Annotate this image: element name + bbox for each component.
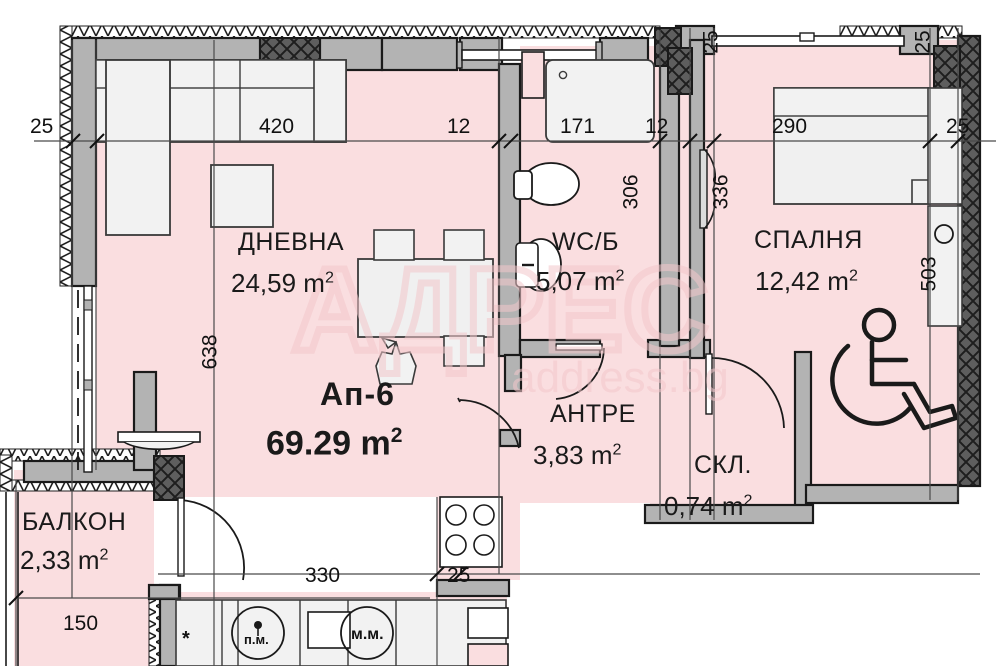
doors bbox=[177, 343, 785, 581]
bathroom-fixtures bbox=[513, 51, 655, 292]
dining-set bbox=[357, 229, 494, 385]
dimension-vert-306: 306 bbox=[619, 174, 643, 210]
dimension-bottom-330: 330 bbox=[305, 564, 341, 587]
dimension-top-12-b: 12 bbox=[645, 115, 669, 138]
apartment-area-label: 69.29 m2 bbox=[266, 424, 403, 463]
dimension-vert-503: 503 bbox=[917, 256, 941, 292]
dimension-vert-336: 336 bbox=[709, 174, 733, 210]
dimension-bottom-150: 150 bbox=[63, 612, 99, 635]
apartment-code-label: Ап-6 bbox=[320, 376, 395, 412]
bedroom-furniture bbox=[773, 87, 963, 327]
dimension-lines bbox=[8, 28, 996, 666]
balcony-fixture bbox=[117, 431, 201, 450]
room-area-antre: 3,83 m2 bbox=[533, 440, 622, 470]
room-area-spalnya: 12,42 m2 bbox=[755, 266, 858, 296]
room-area-dnevna: 24,59 m2 bbox=[231, 268, 334, 298]
dimension-top-25: 25 bbox=[946, 115, 970, 138]
dimension-vert-638: 638 bbox=[198, 334, 222, 370]
room-label-antre: АНТРЕ bbox=[550, 400, 636, 428]
room-area-wc: 5,07 m2 bbox=[536, 266, 625, 296]
room-area-balkon: 2,33 m2 bbox=[20, 545, 109, 575]
room-area-sklad: 0,74 m2 bbox=[664, 491, 753, 521]
dimension-vert-25-a: 25 bbox=[699, 30, 723, 54]
dishwasher-icon: п.м. bbox=[244, 632, 269, 647]
room-label-dnevna: ДНЕВНА bbox=[238, 228, 345, 256]
dimension-top-12-a: 12 bbox=[447, 115, 471, 138]
fridge-icon: * bbox=[182, 628, 190, 650]
sofa bbox=[95, 59, 347, 236]
kitchen-units bbox=[175, 496, 509, 666]
dimension-top-171: 171 bbox=[560, 115, 596, 138]
dimension-top-290: 290 bbox=[772, 115, 808, 138]
dimension-left-25: 25 bbox=[30, 115, 54, 138]
room-label-wc: WC/Б bbox=[552, 228, 620, 256]
room-label-balkon: БАЛКОН bbox=[22, 508, 127, 536]
furniture bbox=[95, 51, 963, 666]
dimension-vert-25-b: 25 bbox=[911, 30, 935, 54]
dimension-bottom-25: 25 bbox=[447, 564, 471, 587]
dimension-top-420: 420 bbox=[259, 115, 295, 138]
wheelchair-accessibility-icon bbox=[830, 307, 959, 431]
washing-machine-icon: м.м. bbox=[351, 626, 384, 643]
room-label-spalnya: СПАЛНЯ bbox=[754, 226, 863, 254]
room-label-sklad: СКЛ. bbox=[694, 451, 752, 479]
